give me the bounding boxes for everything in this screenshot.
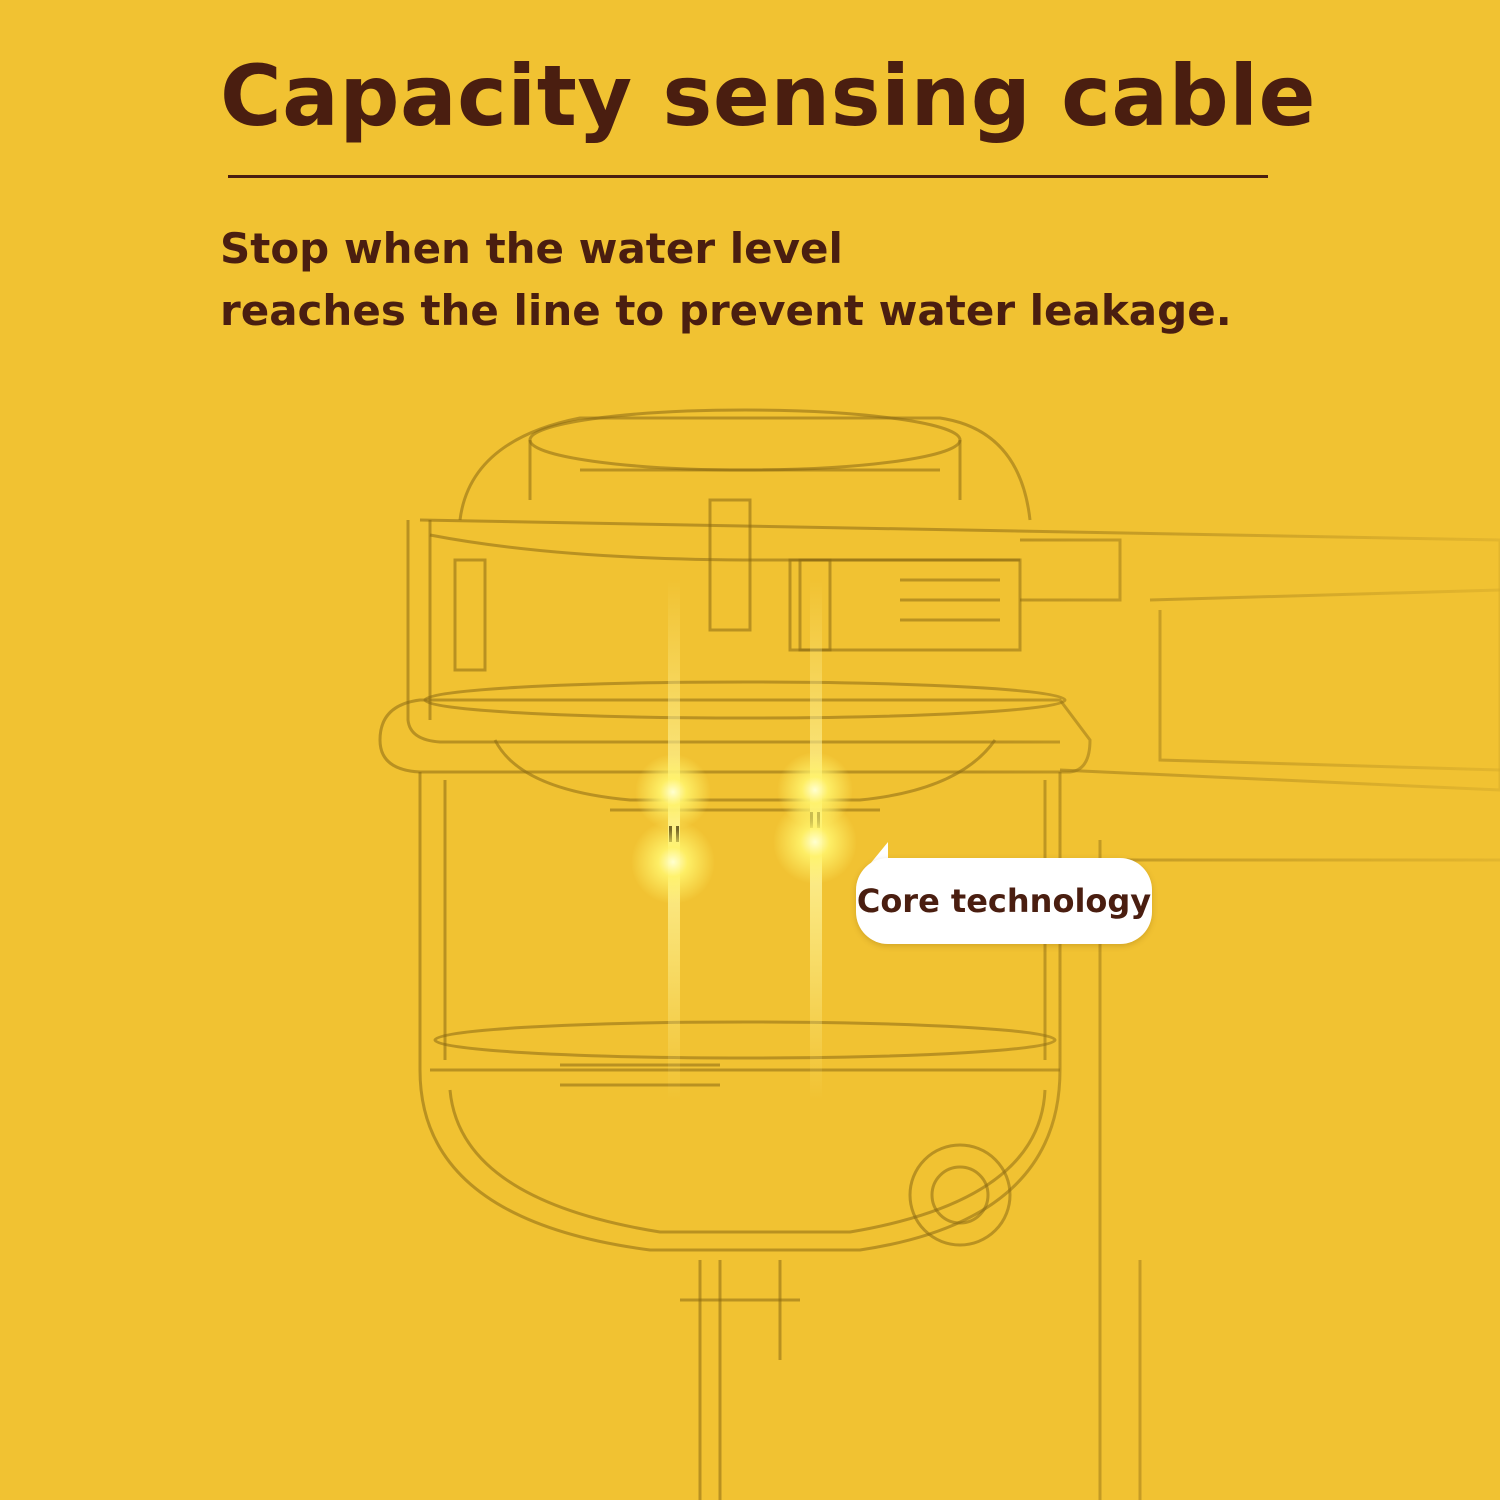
title-divider	[228, 175, 1268, 178]
description: Stop when the water level reaches the li…	[220, 218, 1232, 342]
core-technology-callout: Core technology	[856, 858, 1152, 944]
transparent-water-fountain-icon	[378, 380, 1500, 1500]
description-line-2: reaches the line to prevent water leakag…	[220, 286, 1232, 335]
page-title: Capacity sensing cable	[220, 47, 1316, 145]
description-line-1: Stop when the water level	[220, 224, 843, 273]
